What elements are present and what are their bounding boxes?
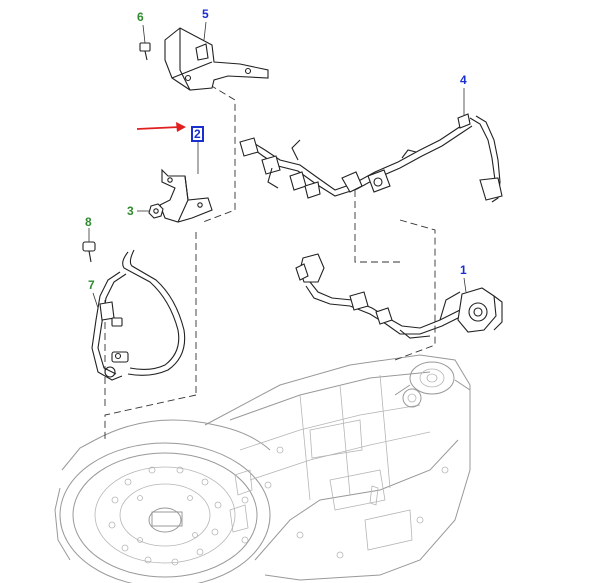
nut-part-3 <box>148 203 164 219</box>
assembly-guide-lines <box>104 84 436 440</box>
callout-1: 1 <box>460 263 467 277</box>
pointer-arrow <box>136 122 186 132</box>
bolt-part-8 <box>82 241 96 263</box>
wiring-harness-part-4 <box>239 113 503 203</box>
bracket-upper-part-5 <box>164 27 269 91</box>
bracket-lower-part-2 <box>159 168 213 223</box>
bolt-part-6 <box>139 42 151 61</box>
callout-5: 5 <box>202 7 209 21</box>
wiring-harness-part-1 <box>295 253 503 339</box>
callout-8: 8 <box>85 215 92 229</box>
callout-7: 7 <box>88 278 95 292</box>
callout-3: 3 <box>127 204 134 218</box>
ground-cable-part-7 <box>91 249 186 381</box>
callout-4: 4 <box>460 73 467 87</box>
transmission-outline <box>54 354 471 583</box>
callout-6: 6 <box>137 10 144 24</box>
callout-leaders <box>88 21 467 309</box>
callout-2-highlighted[interactable]: 2 <box>191 126 204 142</box>
